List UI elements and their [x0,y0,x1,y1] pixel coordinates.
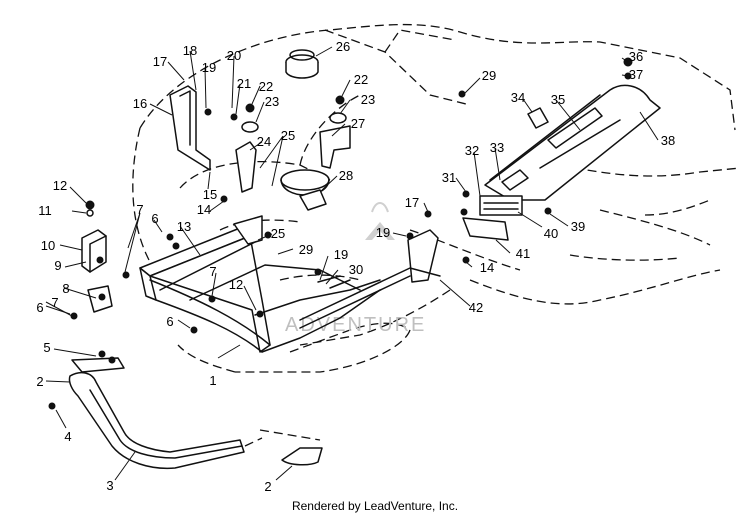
callout-27: 27 [351,116,365,131]
callout-37: 37 [629,67,643,82]
callout-2: 2 [264,479,271,494]
callout-19: 19 [334,247,348,262]
callout-2: 2 [36,374,43,389]
leader-lines [45,46,659,481]
callout-41: 41 [516,246,530,261]
callout-29: 29 [482,68,496,83]
callout-17: 17 [153,54,167,69]
callout-17: 17 [405,195,419,210]
callout-42: 42 [469,300,483,315]
callout-22: 22 [259,79,273,94]
callout-34: 34 [511,90,525,105]
callout-19: 19 [376,225,390,240]
callout-3: 3 [106,478,113,493]
left-bracket [169,85,211,171]
render-credit: Rendered by LeadVenture, Inc. [291,499,459,513]
callout-35: 35 [551,92,565,107]
callout-13: 13 [177,219,191,234]
callout-30: 30 [349,262,363,277]
front-skid [68,229,439,470]
callout-6: 6 [151,211,158,226]
watermark-text: ADVENTURE [285,314,426,336]
callout-32: 32 [465,143,479,158]
main-frame [139,215,381,353]
center-brackets [235,95,351,193]
callout-28: 28 [339,168,353,183]
callout-38: 38 [661,133,675,148]
callout-5: 5 [43,340,50,355]
callout-1: 1 [209,373,216,388]
callout-40: 40 [544,226,558,241]
callout-7: 7 [51,295,58,310]
callout-12: 12 [53,178,67,193]
right-rail [299,267,441,329]
callout-25: 25 [271,226,285,241]
callout-20: 20 [227,48,241,63]
callout-11: 11 [38,203,52,218]
callout-29: 29 [299,242,313,257]
callout-21: 21 [237,76,251,91]
callout-22: 22 [354,72,368,87]
callout-7: 7 [209,264,216,279]
watermark: ADVENTURE [285,202,426,336]
callout-18: 18 [183,43,197,58]
left-block [81,229,113,313]
callout-10: 10 [41,238,55,253]
callout-14: 14 [480,260,494,275]
callout-19: 19 [202,60,216,75]
hardware [48,57,633,410]
seat-panel [462,84,661,241]
callout-26: 26 [336,39,350,54]
callout-9: 9 [54,258,61,273]
pulley-tank [280,49,330,211]
callout-31: 31 [442,170,456,185]
callout-23: 23 [265,94,279,109]
callout-4: 4 [64,429,71,444]
callout-25: 25 [281,128,295,143]
callout-36: 36 [629,49,643,64]
body-outline [132,23,741,447]
callout-6: 6 [36,300,43,315]
callout-23: 23 [361,92,375,107]
callout-7: 7 [136,202,143,217]
callouts: 1 2 2 3 4 5 6 6 6 7 7 7 8 9 10 11 12 12 … [36,39,675,494]
callout-14: 14 [197,202,211,217]
callout-16: 16 [133,96,147,111]
callout-39: 39 [571,219,585,234]
callout-12: 12 [229,277,243,292]
callout-24: 24 [257,134,271,149]
callout-33: 33 [490,140,504,155]
callout-15: 15 [203,187,217,202]
callout-6: 6 [166,314,173,329]
callout-8: 8 [62,281,69,296]
